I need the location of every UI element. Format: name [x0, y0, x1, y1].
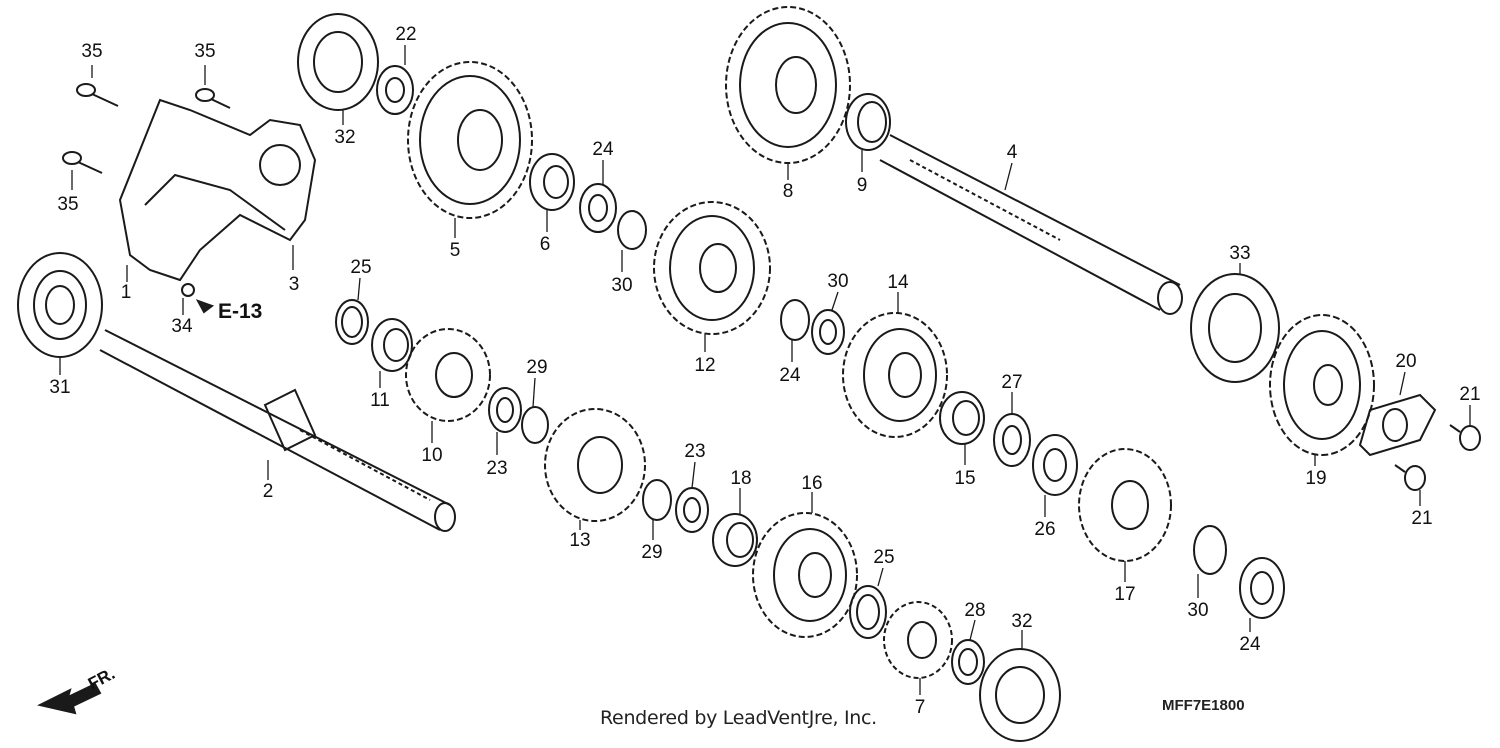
bearing-32-top: [297, 13, 379, 111]
gear-16: [752, 512, 858, 638]
part-label: 24: [592, 139, 614, 160]
gear-5: [407, 61, 533, 219]
part-label: 6: [540, 234, 551, 255]
gear-10: [405, 328, 491, 422]
washer-24-c: [1239, 557, 1285, 619]
part-label: 14: [887, 272, 909, 293]
bushing-9: [845, 93, 891, 151]
part-label: 34: [171, 316, 193, 337]
part-label: 35: [57, 194, 78, 215]
bolt-21-b: [1394, 464, 1426, 491]
sprocket-19: [1269, 314, 1375, 456]
part-label: 25: [350, 257, 371, 278]
part-label: 16: [801, 473, 822, 494]
callout-ref: E-13: [218, 300, 262, 323]
circlip-30-c: [1193, 525, 1227, 575]
bolt-35-c: [62, 151, 103, 174]
part-label: 21: [1459, 384, 1480, 405]
part-label: 21: [1411, 508, 1432, 529]
bolt-21-a: [1449, 424, 1481, 451]
callout-arrow-icon: [195, 299, 215, 314]
circlip-29-a: [521, 406, 549, 444]
part-label: 5: [450, 240, 461, 261]
gear-13: [544, 408, 646, 522]
part-label: 24: [779, 365, 801, 386]
part-label: 30: [611, 275, 632, 296]
bolt-35-a: [76, 83, 119, 107]
washer-23-a: [488, 387, 522, 433]
part-label: 32: [1011, 611, 1032, 632]
needle-bearing-6: [529, 153, 575, 211]
bearing-32-bottom: [979, 648, 1061, 742]
part-label: 32: [334, 127, 355, 148]
washer-26: [1032, 434, 1078, 496]
mainshaft-2: [99, 329, 456, 532]
circlip-29-b: [642, 479, 672, 521]
part-label: 12: [694, 355, 715, 376]
washer-28: [951, 639, 985, 685]
part-label: 8: [783, 181, 794, 202]
part-label: 35: [194, 41, 215, 62]
gear-17: [1078, 448, 1172, 562]
footer-credit: Rendered by LeadVentJre, Inc.: [600, 707, 877, 729]
circlip-30-b: [780, 299, 810, 341]
part-label: 24: [1239, 634, 1261, 655]
washer-24-a: [579, 183, 617, 233]
part-label: 28: [964, 600, 985, 621]
part-label: 23: [486, 458, 507, 479]
part-label: 29: [526, 357, 547, 378]
gear-12: [653, 201, 771, 335]
part-label: 31: [49, 377, 70, 398]
part-label: 3: [289, 274, 300, 295]
plate-20: [1358, 393, 1437, 457]
part-label: 22: [395, 24, 416, 45]
part-label: 11: [370, 390, 390, 411]
bracket-1: [118, 98, 317, 282]
washer-25-a: [335, 299, 369, 345]
part-label: 1: [121, 282, 132, 303]
part-label: 23: [684, 441, 705, 462]
part-label: 13: [569, 530, 590, 551]
part-label: 19: [1305, 468, 1326, 489]
gear-7: [883, 601, 953, 679]
countershaft-4: [879, 134, 1183, 315]
washer-23-b: [675, 487, 709, 533]
front-arrow-icon: [37, 682, 102, 715]
part-label: 15: [954, 468, 975, 489]
part-label: 10: [421, 445, 442, 466]
washer-24-b: [811, 309, 845, 355]
gear-14: [842, 312, 948, 438]
washer-25-b: [849, 585, 887, 639]
circlip-30-a: [617, 210, 647, 250]
part-label: 30: [827, 271, 848, 292]
needle-bearing-11: [371, 318, 413, 372]
part-label: 4: [1007, 142, 1018, 163]
part-label: 33: [1229, 243, 1250, 264]
part-label: 9: [857, 175, 868, 196]
gear-8: [725, 6, 851, 164]
part-label: 17: [1114, 584, 1135, 605]
part-label: 29: [641, 542, 662, 563]
diagram-code: MFF7E1800: [1162, 697, 1245, 714]
bearing-33: [1190, 273, 1280, 383]
part-label: 26: [1034, 519, 1055, 540]
washer-22: [376, 65, 414, 115]
washer-27: [993, 413, 1031, 467]
bearing-31: [17, 252, 103, 358]
part-label: 27: [1001, 372, 1022, 393]
part-label: 7: [915, 697, 926, 718]
part-label: 18: [730, 468, 751, 489]
part-label: 25: [873, 547, 894, 568]
part-label: 2: [263, 481, 274, 502]
needle-bearing-15: [939, 391, 985, 445]
needle-bearing-18: [712, 513, 758, 567]
part-label: 30: [1187, 600, 1208, 621]
bolt-35-b: [195, 88, 231, 109]
part-label: 20: [1395, 351, 1416, 372]
washer-34: [181, 283, 195, 297]
part-label: 35: [81, 41, 102, 62]
